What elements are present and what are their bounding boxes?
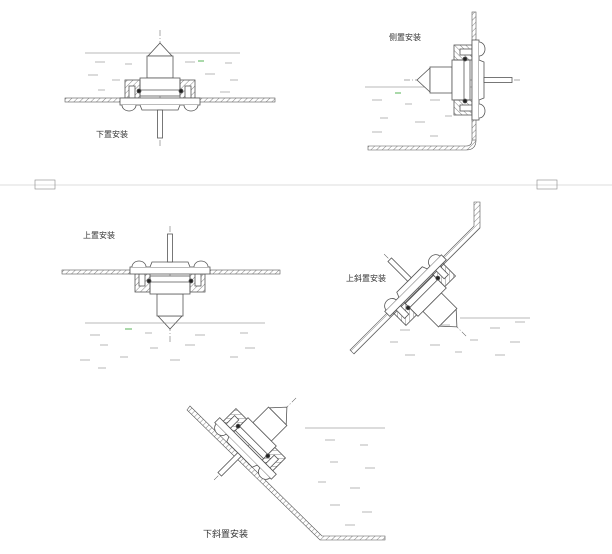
divider-marker-left	[34, 179, 56, 190]
label-upper-oblique-mount: 上斜置安装	[346, 274, 386, 283]
side-mount-drawing	[365, 11, 521, 151]
label-side-mount: 侧置安装	[389, 33, 421, 42]
label-bottom-mount: 下置安装	[96, 130, 128, 139]
bottom-mount-drawing	[64, 29, 276, 147]
lower-oblique-mount-drawing	[185, 369, 386, 541]
divider-marker-right	[536, 179, 558, 190]
label-top-mount: 上置安装	[83, 231, 115, 240]
top-mount-drawing	[61, 225, 281, 369]
upper-oblique-mount-drawing	[349, 201, 530, 365]
label-lower-oblique-mount: 下斜置安装	[203, 530, 249, 540]
